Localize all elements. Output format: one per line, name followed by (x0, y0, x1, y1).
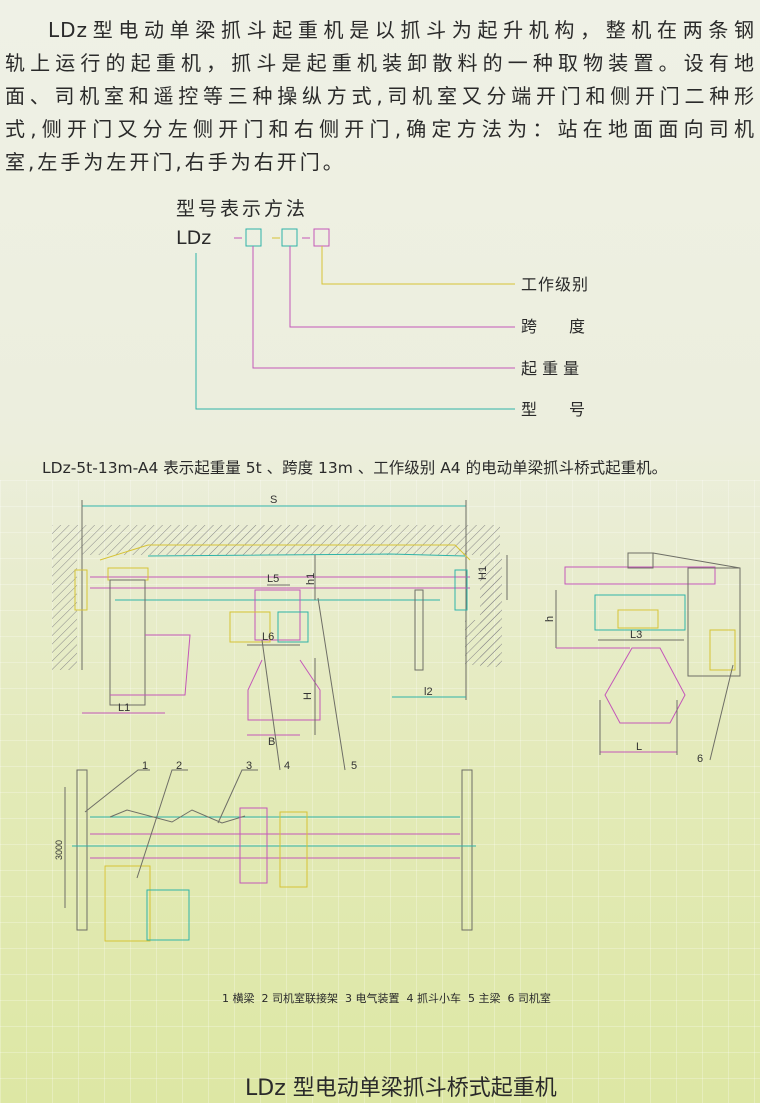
intro-paragraph: LDz型电动单梁抓斗起重机是以抓斗为起升机构，整机在两条钢 轨上运行的起重机，抓… (5, 14, 755, 179)
callout-4: 4 (284, 760, 290, 772)
capacity-box (245, 228, 262, 247)
intro-line: 室,左手为左开门,右手为右开门。 (5, 150, 346, 174)
dim-b: B (268, 736, 275, 748)
span-box (281, 228, 298, 247)
dim-s: S (270, 494, 277, 506)
notation-title: 型号表示方法 (176, 198, 309, 220)
intro-line: 轨上运行的起重机，抓斗是起重机装卸散料的一种取物装置。设有地 (5, 51, 755, 75)
label-work-class: 工作级别 (521, 275, 590, 294)
dim-h1-lower: h1 (305, 573, 317, 585)
callout-1: 1 (142, 760, 148, 772)
callout-3: 3 (246, 760, 252, 772)
intro-line: LDz型电动单梁抓斗起重机是以抓斗为起升机构，整机在两条钢 (48, 18, 755, 42)
plan-view (64, 769, 476, 942)
notation-diagram (195, 228, 515, 410)
dim-l2: l2 (424, 686, 433, 698)
dim-l1: L1 (118, 702, 130, 714)
parts-legend: 1 横梁 2 司机室联接架 3 电气装置 4 抓斗小车 5 主梁 6 司机室 (222, 992, 551, 1005)
intro-line: 面、司机室和遥控等三种操纵方式,司机室又分端开门和侧开门二种形 (5, 84, 755, 108)
dim-l3: L3 (630, 629, 642, 641)
label-span: 跨 度 (521, 317, 586, 336)
callout-2: 2 (176, 760, 182, 772)
dim-3000: 3000 (54, 840, 64, 860)
dim-l5: L5 (267, 573, 279, 585)
callout-6: 6 (697, 753, 703, 765)
side-view (555, 552, 741, 761)
dim-h-side: h (544, 616, 556, 622)
figure-caption: LDz 型电动单梁抓斗桥式起重机 (245, 1076, 557, 1101)
dim-l: L (636, 741, 642, 753)
label-lifting-capacity: 起 重 量 (521, 359, 580, 378)
dim-l6: L6 (262, 631, 274, 643)
front-view (52, 500, 508, 771)
notation-example: LDz-5t-13m-A4 表示起重量 5t 、跨度 13m 、工作级别 A4 … (42, 459, 668, 477)
dim-h: H (302, 692, 314, 700)
label-model: 型 号 (521, 400, 586, 419)
intro-line: 式,侧开门又分左侧开门和右侧开门,确定方法为：站在地面面向司机 (5, 117, 755, 141)
class-box (313, 228, 330, 247)
callout-5: 5 (351, 760, 357, 772)
dim-h1-upper: H1 (477, 566, 489, 580)
notation-prefix: LDz (176, 227, 212, 249)
